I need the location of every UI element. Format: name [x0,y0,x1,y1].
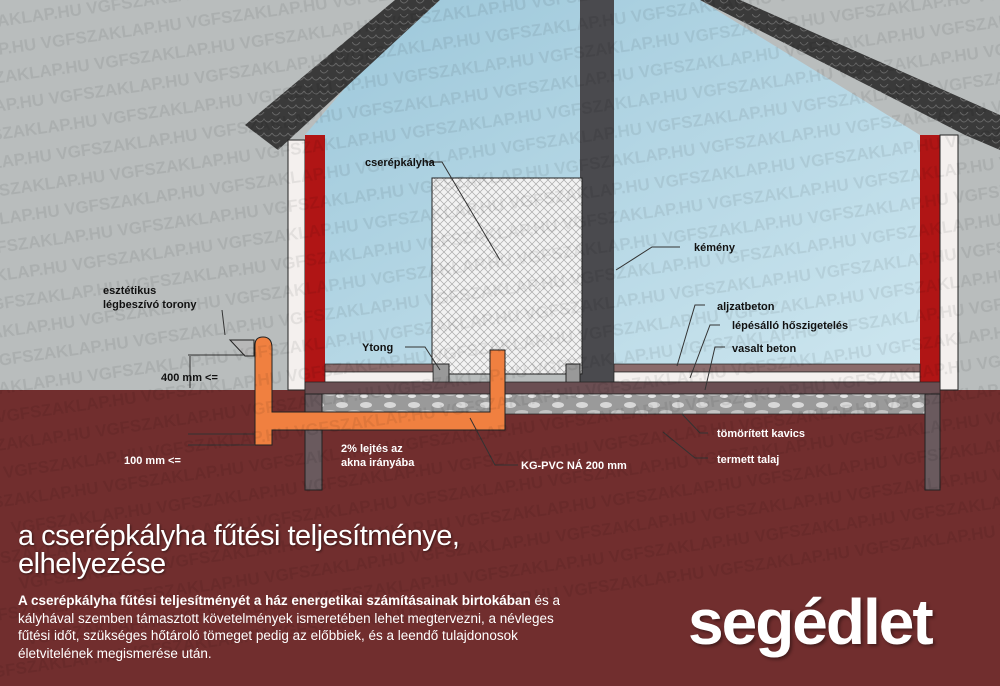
chimney [580,0,614,392]
right-wall [939,134,959,391]
label-stove: cserépkályha [365,157,436,169]
roof-right [700,0,1000,150]
label-screed: aljzatbeton [717,301,775,313]
roof-left [245,0,440,150]
left-red-column [305,135,325,390]
description-rest: és a kályhával szemben támasztott követe… [18,593,560,661]
label-gravel: tömörített kavics [717,428,805,440]
label-slope-1: 2% lejtés az [341,443,403,455]
label-tower-1: esztétikus [103,285,156,297]
label-ytong: Ytong [362,342,393,354]
brand-segedlet: segédlet [688,586,934,658]
label-slope-2: akna irányába [341,457,415,469]
label-chimney: kémény [694,242,736,254]
leader-lines [221,161,725,466]
label-soil: termett talaj [717,454,779,466]
tile-stove [431,177,583,375]
description-bold: A cserépkályha fűtési teljesítményét a h… [18,593,531,608]
air-intake-tower [228,339,255,357]
title-line-1: a cserépkályha fűtési teljesítménye, [18,520,460,552]
air-supply-pipe [254,336,506,446]
page-title: a cserépkályha fűtési teljesítménye, elh… [18,520,460,580]
label-400mm: 400 mm <= [161,372,218,384]
right-red-column [920,135,940,390]
soil [0,390,1000,686]
description: A cserépkályha fűtési teljesítményét a h… [18,592,578,662]
label-tower-2: légbeszívó torony [103,299,197,311]
label-100mm: 100 mm <= [124,455,181,467]
title-line-2: elhelyezése [18,548,166,580]
label-insulation: lépésálló hőszigetelés [732,320,848,332]
label-pipe: KG-PVC NÁ 200 mm [521,459,627,472]
label-reinforced: vasalt beton [732,343,796,355]
